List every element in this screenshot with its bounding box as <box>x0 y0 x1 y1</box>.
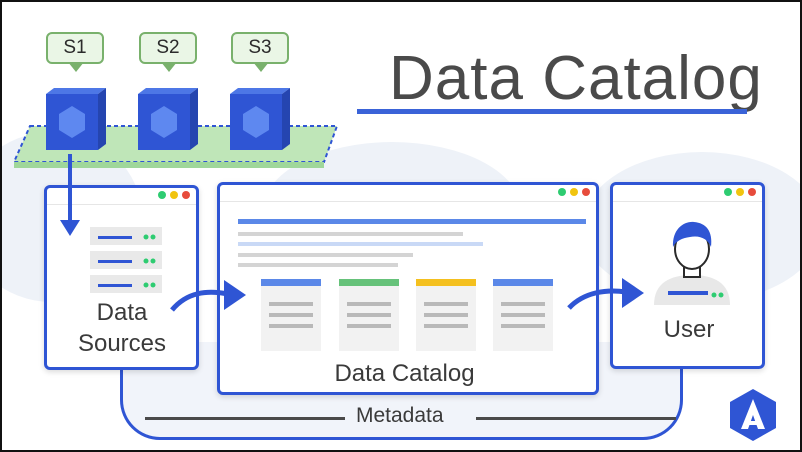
catalog-header-bar <box>238 219 586 224</box>
user-icon <box>654 221 730 305</box>
catalog-card <box>339 286 399 351</box>
catalog-text-line <box>238 263 398 267</box>
card-header-blue <box>261 279 321 286</box>
card-text-line <box>501 324 545 328</box>
source-label: S2 <box>156 37 180 58</box>
source-label: S3 <box>248 37 272 58</box>
card-text-line <box>347 313 391 317</box>
catalog-card <box>261 286 321 351</box>
platform-edge <box>14 162 324 168</box>
card-text-line <box>424 313 468 317</box>
card-text-line <box>269 324 313 328</box>
curved-arrow-icon <box>567 278 644 310</box>
catalog-text-line <box>238 232 463 236</box>
card-text-line <box>347 302 391 306</box>
window-dot <box>170 191 178 199</box>
data-sources-label-line1: Data <box>96 299 148 326</box>
cube-icon <box>230 88 290 150</box>
window-dot <box>558 188 566 196</box>
card-text-line <box>424 302 468 306</box>
title-underline <box>357 109 747 114</box>
catalog-card <box>493 286 553 351</box>
source-label: S1 <box>63 37 87 58</box>
catalog-text-line <box>238 253 413 257</box>
metadata-label: Metadata <box>356 404 444 427</box>
card-text-line <box>424 324 468 328</box>
data-sources-label-line2: Sources <box>77 330 167 358</box>
data-sources-label: Data Sources <box>47 297 197 359</box>
window-dot <box>182 191 190 199</box>
source-platform <box>12 88 339 168</box>
catalog-text-line <box>238 242 483 246</box>
server-icon <box>90 227 162 293</box>
source-bubble-s1: S1 <box>46 32 104 72</box>
card-text-line <box>347 324 391 328</box>
card-text-line <box>501 313 545 317</box>
source-bubble-s3: S3 <box>231 32 289 72</box>
window-dot <box>724 188 732 196</box>
cube-icon <box>138 88 198 150</box>
metadata-line-right <box>476 417 676 420</box>
card-text-line <box>269 313 313 317</box>
card-text-line <box>501 302 545 306</box>
window-titlebar <box>613 185 762 202</box>
down-arrow-icon <box>60 154 80 236</box>
catalog-card <box>416 286 476 351</box>
source-bubble-s2: S2 <box>139 32 197 72</box>
card-header-blue <box>493 279 553 286</box>
card-header-yellow <box>416 279 476 286</box>
card-header-green <box>339 279 399 286</box>
window-dot <box>582 188 590 196</box>
window-dot <box>748 188 756 196</box>
metadata-line-left <box>145 417 345 420</box>
curved-arrow-icon <box>170 280 246 312</box>
window-titlebar <box>220 185 596 202</box>
window-dot <box>158 191 166 199</box>
user-label: User <box>663 316 715 343</box>
logo-icon <box>730 389 776 441</box>
card-text-line <box>269 302 313 306</box>
cube-icon <box>46 88 106 150</box>
window-dot <box>570 188 578 196</box>
data-catalog-label: Data Catalog <box>334 360 475 387</box>
page-title: Data Catalog <box>389 44 763 113</box>
window-dot <box>736 188 744 196</box>
window-titlebar <box>47 188 196 205</box>
